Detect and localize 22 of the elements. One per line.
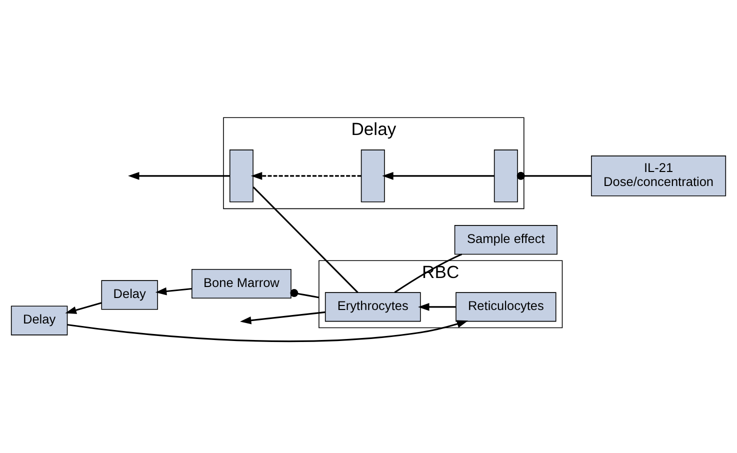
- arrow: [155, 287, 192, 296]
- arrow: [250, 172, 362, 180]
- node-box: Bone Marrow: [192, 269, 292, 299]
- node-box: [494, 150, 518, 202]
- connector: [394, 254, 462, 294]
- arrow: [67, 320, 468, 342]
- connector: [252, 186, 358, 293]
- node-box: IL-21 Dose/concentration: [591, 156, 726, 196]
- connector: [516, 172, 592, 180]
- arrow: [240, 311, 326, 324]
- node-box: [360, 150, 385, 202]
- node-box: Sample effect: [454, 225, 558, 255]
- node-box: Delay: [101, 280, 158, 310]
- arrow: [128, 172, 230, 180]
- arrow: [418, 303, 456, 311]
- node-box: [229, 150, 254, 202]
- connector: [290, 289, 320, 298]
- node-box: Erythrocytes: [324, 292, 421, 322]
- arrow: [65, 302, 102, 314]
- node-box: Delay: [10, 306, 68, 336]
- arrow: [382, 172, 494, 180]
- node-box: Reticulocytes: [456, 292, 556, 322]
